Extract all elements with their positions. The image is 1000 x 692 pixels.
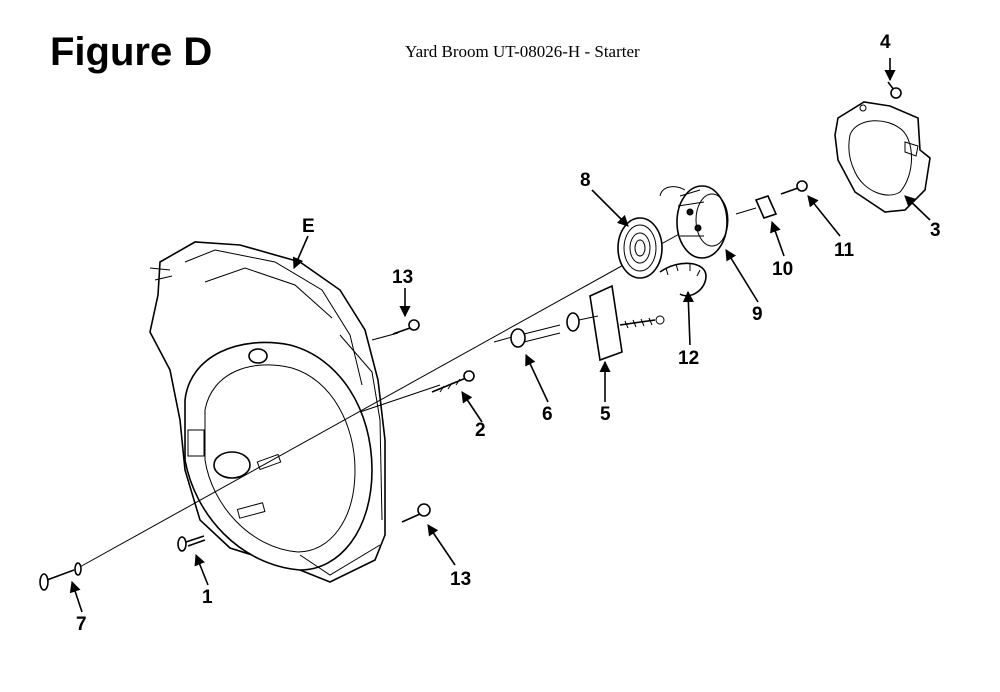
part-1-screw [177, 535, 206, 552]
part-13-upper-screw [392, 319, 420, 335]
bolt-axis [359, 384, 441, 413]
callout-8: 8 [580, 170, 591, 191]
callout-6: 6 [542, 404, 553, 425]
diagram-title: Yard Broom UT-08026-H - Starter [405, 42, 640, 61]
part-2-bolt [431, 370, 475, 393]
callout-12: 12 [678, 348, 699, 369]
callout-11: 11 [834, 240, 855, 261]
callout-3: 3 [930, 220, 941, 241]
callout-2: 2 [475, 420, 486, 441]
leader-arrows [69, 58, 931, 613]
callout-13-upper: 13 [392, 267, 413, 288]
assembly-axis [77, 227, 691, 569]
callout-7: 7 [76, 614, 87, 635]
part-7-bolt [39, 562, 82, 591]
part-6-insert [493, 324, 561, 348]
part-8-spring [617, 217, 663, 279]
callout-4: 4 [880, 32, 891, 53]
callout-e: E [302, 216, 315, 237]
part-11-screw [780, 180, 808, 195]
part-10-bushing [735, 195, 778, 219]
callout-1: 1 [202, 587, 213, 608]
part-3-cover [834, 101, 931, 213]
part-5-handle [566, 284, 665, 362]
callout-9: 9 [752, 304, 763, 325]
figure-label: Figure D [50, 30, 213, 74]
part-13-lower-screw [401, 503, 431, 523]
callout-13-lower: 13 [450, 569, 471, 590]
callout-5: 5 [600, 404, 611, 425]
blower-housing [149, 241, 386, 583]
part-12-rope [659, 262, 707, 297]
callout-10: 10 [772, 259, 793, 280]
part-9-pulley [659, 185, 729, 259]
part-4-screw [887, 81, 902, 99]
